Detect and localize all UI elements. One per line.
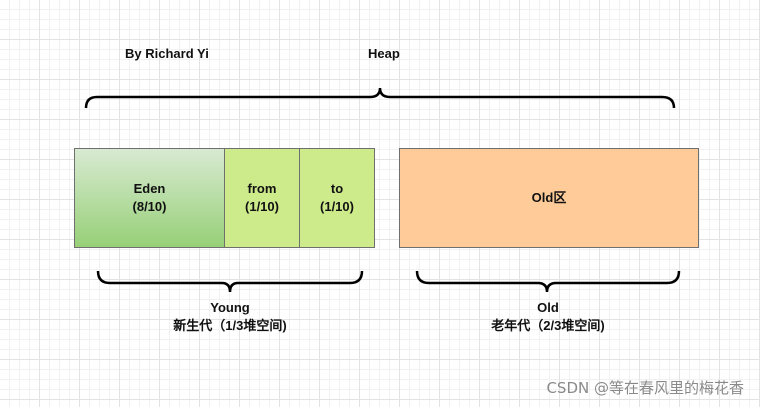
- from-name: from: [247, 181, 277, 196]
- old-region-name: Old区: [531, 190, 567, 205]
- watermark: CSDN @等在春风里的梅花香: [546, 379, 744, 397]
- young-subtitle: 新生代（1/3堆空间): [173, 318, 287, 333]
- heap-label: Heap: [368, 46, 400, 61]
- young-title: Young: [210, 300, 250, 315]
- old-subtitle: 老年代（2/3堆空间): [491, 318, 605, 333]
- to-survivor-region: to (1/10): [299, 148, 375, 248]
- young-caption: Young 新生代（1/3堆空间): [140, 299, 320, 335]
- author-label: By Richard Yi: [125, 46, 209, 61]
- to-name: to: [330, 181, 344, 196]
- old-region: Old区: [399, 148, 699, 248]
- from-survivor-region: from (1/10): [224, 148, 300, 248]
- eden-name: Eden: [133, 181, 166, 196]
- from-ratio: (1/10): [245, 199, 279, 214]
- old-caption: Old 老年代（2/3堆空间): [458, 299, 638, 335]
- old-brace: [415, 270, 681, 293]
- eden-ratio: (8/10): [132, 199, 167, 214]
- heap-brace: [84, 87, 676, 109]
- old-title: Old: [537, 300, 559, 315]
- young-brace: [96, 270, 364, 293]
- to-ratio: (1/10): [320, 199, 354, 214]
- eden-region: Eden (8/10): [74, 148, 225, 248]
